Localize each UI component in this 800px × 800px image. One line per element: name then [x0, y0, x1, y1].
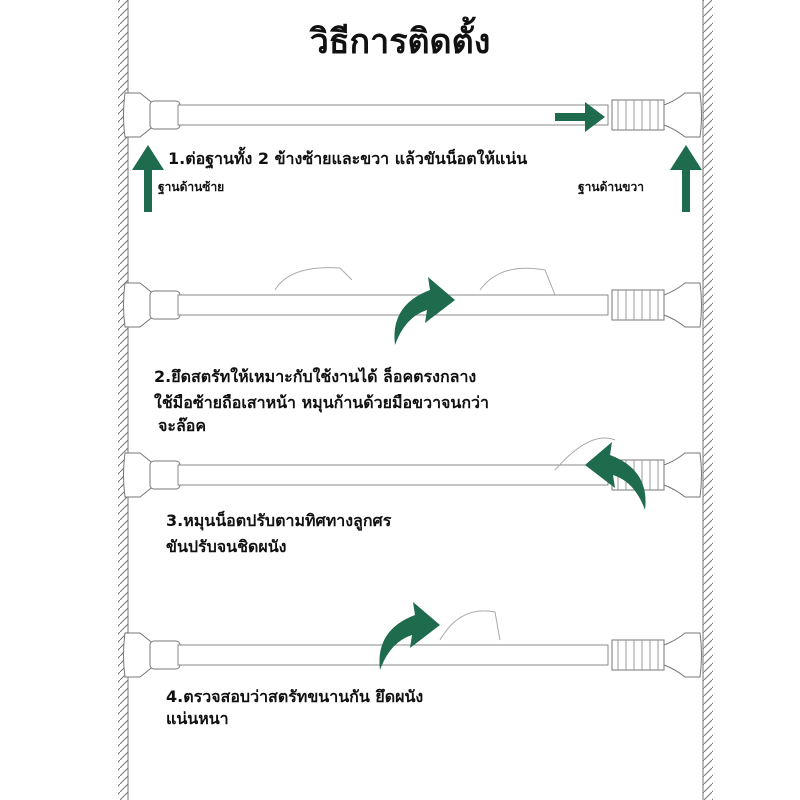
left-base-label: ฐานด้านซ้าย: [158, 180, 225, 194]
step-2-line-2: ใช้มือซ้ายถือเสาหน้า หมุนก้านด้วยมือขวาจ…: [154, 393, 490, 412]
step-2-line-1: 2.ยึดสตรัทให้เหมาะกับใช้งานได้ ล็อคตรงกล…: [154, 367, 477, 386]
rod-step-1: [123, 92, 702, 138]
step-3-line-1: 3.หมุนน็อตปรับตามทิศทางลูกศร: [166, 511, 392, 530]
arrow-up-left-icon: [132, 145, 164, 212]
step-2-line-3: จะล๊อค: [158, 416, 207, 435]
hand-sketch: [274, 267, 616, 641]
arrow-right-icon: [555, 102, 605, 132]
step-1-text: 1.ต่อฐานทั้ง 2 ข้างซ้ายและขวา แล้วขันน็อ…: [168, 149, 528, 168]
step-4-line-2: แน่นหนา: [166, 709, 229, 728]
step-3-line-2: ขันปรับจนชิดผนัง: [166, 537, 287, 556]
page-title: วิธีการติดตั้ง: [309, 22, 491, 62]
step-4-line-1: 4.ตรวจสอบว่าสตรัทขนานกัน ยึดผนัง: [166, 687, 424, 706]
right-base-label: ฐานด้านขวา: [578, 180, 644, 194]
right-wall: [702, 0, 713, 800]
arrow-up-right-icon: [670, 145, 702, 212]
